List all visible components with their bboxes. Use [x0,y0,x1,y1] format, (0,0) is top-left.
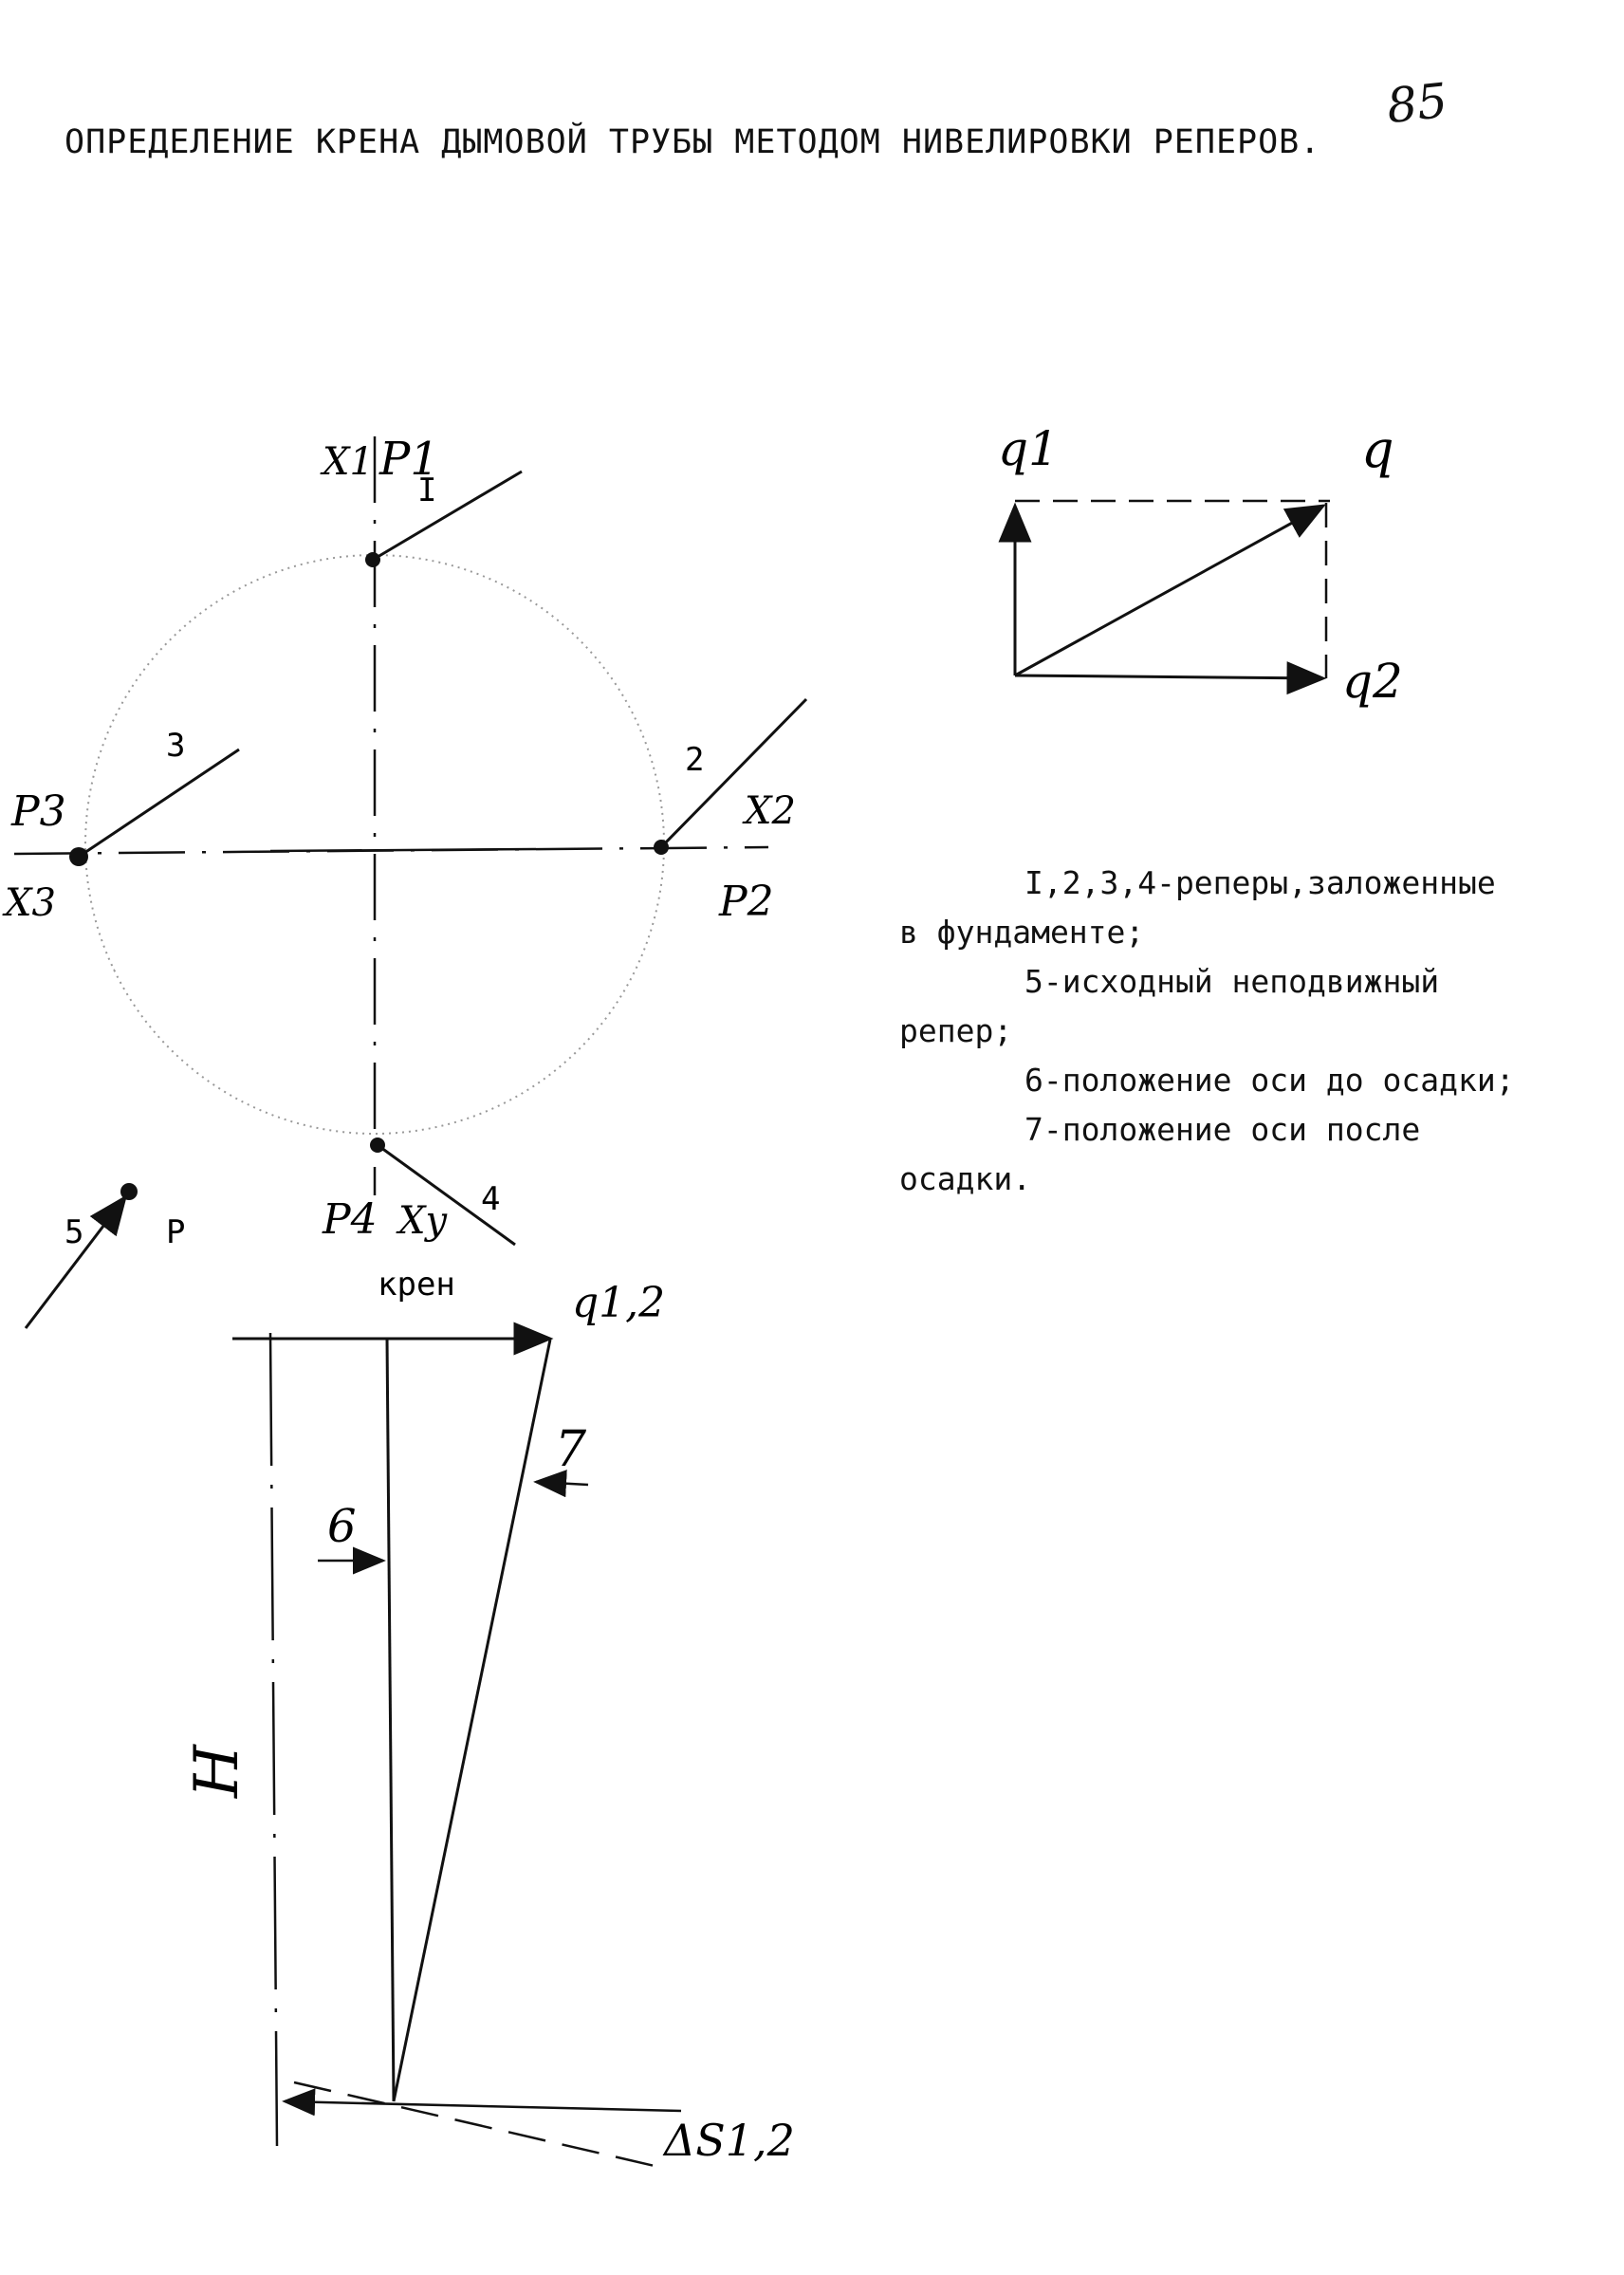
top-label: q1,2 [572,1279,665,1327]
foundation-circle [84,554,665,1135]
benchmark-2: 2 X2 P2 [654,697,808,926]
axis-before-label: 6 [327,1500,357,1553]
axis-before [385,1337,396,2102]
benchmark-3-p-label: P3 [10,787,66,836]
axis-after [392,1339,552,2102]
height-label: H [182,1744,252,1799]
benchmark-5: 5 P [24,1183,185,1329]
benchmark-2-p-label: P2 [718,878,774,926]
legend: I,2,3,4-реперы,заложенные в фундаменте; … [899,859,1582,1204]
base-line [282,2088,682,2117]
legend-line-7: осадки. [899,1160,1032,1197]
height-line [268,1332,279,2147]
center-cross-horizontal [269,847,537,853]
benchmark-3: 3 P3 X3 [2,727,240,925]
vector-q2-label: q2 [1342,654,1403,709]
benchmark-1: I P1 X1 [320,433,523,567]
axis-after-label: 7 [555,1421,587,1478]
heel-section: крен q1,2 H 6 7 ΔS1,2 [182,1266,795,2168]
vector-q1-label: q1 [998,421,1059,476]
benchmark-3-number: 3 [166,727,185,765]
benchmark-5-label: P [166,1213,185,1251]
vector-q2 [1014,661,1327,695]
benchmark-4-p-label: P4 [322,1195,378,1244]
vector-q [1014,504,1327,677]
tilted-base-line [293,2081,655,2168]
legend-line-5: 6-положение оси до осадки; [1024,1062,1515,1099]
legend-line-4: репер; [899,1012,1013,1049]
benchmark-1-number: I [417,472,436,509]
heel-label: крен [378,1266,455,1304]
plan-view: I P1 X1 2 X2 P2 3 P3 X3 4 P4 Xy [2,433,808,1329]
legend-line-3: 5-исходный неподвижный [1024,963,1440,1000]
benchmark-4-number: 4 [481,1180,500,1218]
benchmark-2-number: 2 [685,741,704,779]
benchmark-3-x-label: X3 [2,881,56,925]
vector-diagram: q1 q q2 [998,419,1403,709]
legend-line-1: I,2,3,4-реперы,заложенные [1024,864,1496,901]
vector-q-label: q [1361,419,1394,479]
legend-line-2: в фундаменте; [899,914,1145,951]
benchmark-1-x-label: X1 [320,440,374,484]
benchmark-4: 4 P4 Xy [322,1138,516,1247]
benchmark-1-p-label: P1 [378,433,439,486]
benchmark-4-x-label: Xy [396,1199,448,1243]
legend-line-6: 7-положение оси после [1024,1111,1421,1148]
benchmark-2-x-label: X2 [742,789,796,833]
settlement-label: ΔS1,2 [662,2115,795,2166]
page-title: ОПРЕДЕЛЕНИЕ КРЕНА ДЫМОВОЙ ТРУБЫ МЕТОДОМ … [65,123,1321,161]
benchmark-5-number: 5 [65,1213,83,1251]
